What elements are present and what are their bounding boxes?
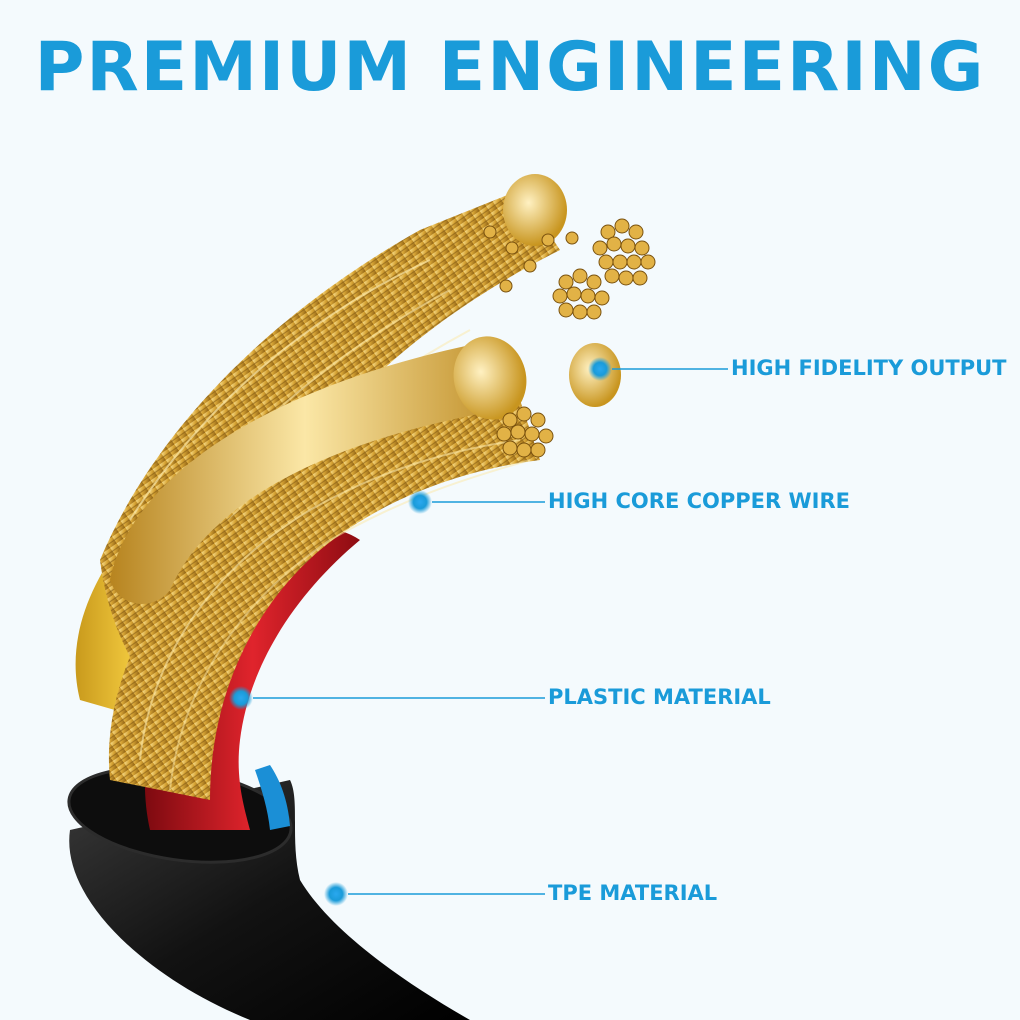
callout-high-core-copper-wire (408, 490, 545, 514)
dot-marker-icon (588, 357, 612, 381)
callout-high-fidelity-output (588, 357, 728, 381)
dot-marker-icon (324, 882, 348, 906)
dot-marker-icon (229, 686, 253, 710)
page-title: PREMIUM ENGINEERING (34, 28, 986, 107)
callout-plastic-material (229, 686, 545, 710)
callout-label-high-core-copper-wire: HIGH CORE COPPER WIRE (548, 489, 850, 513)
callout-label-high-fidelity-output: HIGH FIDELITY OUTPUT (731, 356, 1007, 380)
blue-insulation (255, 765, 290, 830)
copper-strand-bundle (100, 190, 560, 800)
callout-tpe-material (324, 882, 545, 906)
callout-label-tpe-material: TPE MATERIAL (548, 881, 718, 905)
strand-ends (483, 174, 656, 458)
callout-label-plastic-material: PLASTIC MATERIAL (548, 685, 771, 709)
dot-marker-icon (408, 490, 432, 514)
